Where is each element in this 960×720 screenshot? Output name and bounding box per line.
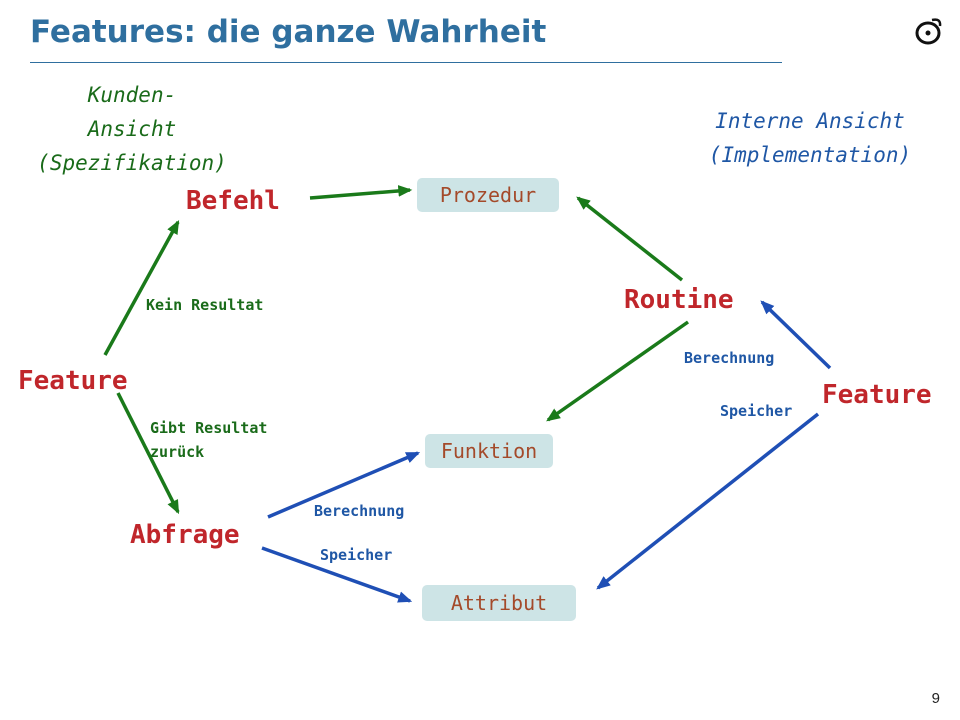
label-gibt-resultat-line: zurück [150, 443, 205, 461]
client-view-line: Ansicht [87, 117, 177, 141]
eiffel-logo-icon [915, 18, 942, 45]
node-feature-right: Feature [822, 380, 932, 410]
arrow-feature-to-attribut [596, 412, 820, 590]
label-speicher-right: Speicher [720, 402, 793, 420]
arrow-abfrage-to-funktion [267, 451, 421, 519]
slide-title: Features: die ganze Wahrheit [30, 14, 547, 50]
arrow-routine-to-prozedur [576, 196, 684, 282]
client-view-line: (Spezifikation) [37, 151, 227, 175]
node-befehl: Befehl [186, 186, 280, 216]
label-berechnung-left: Berechnung [314, 502, 405, 520]
client-view-line: Kunden- [87, 83, 177, 107]
box-prozedur: Prozedur [417, 178, 559, 212]
node-routine: Routine [624, 285, 734, 315]
arrow-feature-to-befehl [103, 219, 180, 356]
label-gibt-resultat-line: Gibt Resultat [150, 419, 268, 437]
label-kein-resultat: Kein Resultat [146, 296, 264, 314]
internal-view-line: Interne Ansicht [715, 109, 905, 133]
box-attribut: Attribut [422, 585, 576, 621]
arrow-routine-to-funktion [546, 320, 690, 422]
internal-view-caption: Interne Ansicht (Implementation) [690, 104, 930, 172]
internal-view-line: (Implementation) [708, 143, 912, 167]
node-abfrage: Abfrage [130, 520, 240, 550]
label-berechnung-right: Berechnung [684, 349, 775, 367]
box-funktion: Funktion [425, 434, 553, 468]
label-gibt-resultat: Gibt Resultat zurück [150, 416, 267, 464]
arrow-abfrage-to-attribut [261, 546, 413, 603]
page-number: 9 [931, 690, 940, 707]
node-feature-left: Feature [18, 366, 128, 396]
arrow-feature-to-abfrage [116, 392, 180, 515]
client-view-caption: Kunden- Ansicht (Spezifikation) [32, 78, 232, 180]
arrow-feature-to-routine [760, 300, 832, 370]
label-speicher-left: Speicher [320, 546, 393, 564]
title-divider [30, 62, 782, 63]
arrow-befehl-to-prozedur [309, 185, 413, 200]
